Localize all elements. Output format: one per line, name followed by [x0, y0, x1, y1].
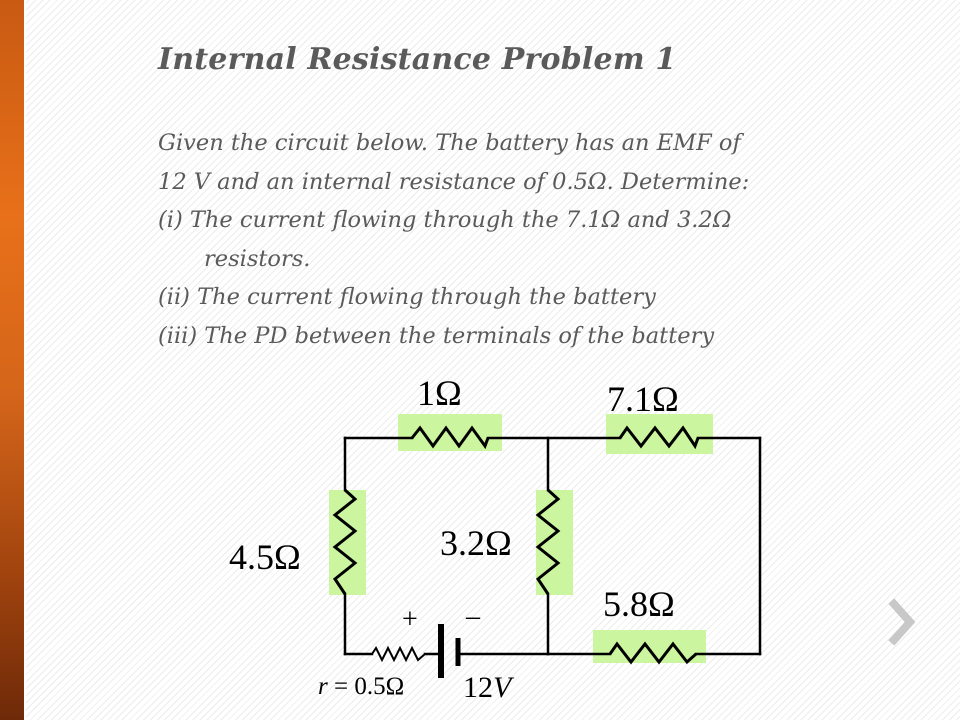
chevron-right-icon	[888, 598, 916, 646]
label-3-2ohm: 3.2Ω	[440, 523, 512, 563]
battery-minus-sign: –	[465, 601, 481, 632]
problem-text: Given the circuit below. The battery has…	[158, 124, 918, 355]
battery-emf-label: 12V	[463, 671, 515, 704]
label-4-5ohm: 4.5Ω	[229, 537, 301, 577]
resistor-5-8ohm	[608, 641, 697, 665]
battery-plus-sign: +	[402, 604, 418, 635]
circuit-wires	[343, 436, 762, 656]
resistor-7-1ohm	[618, 425, 700, 450]
internal-resistor	[371, 645, 426, 663]
problem-line-2: 12 V and an internal resistance of 0.5Ω.…	[158, 168, 750, 195]
label-1ohm: 1Ω	[417, 373, 462, 413]
resistor-1ohm	[410, 425, 490, 450]
sidebar-accent-bar	[0, 0, 26, 720]
problem-line-3: (i) The current flowing through the 7.1Ω…	[158, 207, 732, 233]
resistor-highlights	[329, 414, 713, 663]
slide-title: Internal Resistance Problem 1	[158, 42, 677, 77]
problem-line-1: Given the circuit below. The battery has…	[158, 130, 741, 156]
next-slide-button[interactable]	[884, 596, 924, 648]
resistor-3-2ohm	[535, 488, 561, 595]
resistor-4-5ohm	[332, 488, 358, 595]
label-5-8ohm: 5.8Ω	[603, 584, 675, 624]
problem-line-4: resistors.	[204, 245, 311, 272]
label-7-1ohm: 7.1Ω	[607, 379, 679, 419]
problem-line-5: (ii) The current flowing through the bat…	[158, 284, 656, 310]
problem-line-6: (iii) The PD between the terminals of th…	[158, 322, 715, 349]
internal-resistance-label: r = 0.5Ω	[318, 673, 404, 700]
